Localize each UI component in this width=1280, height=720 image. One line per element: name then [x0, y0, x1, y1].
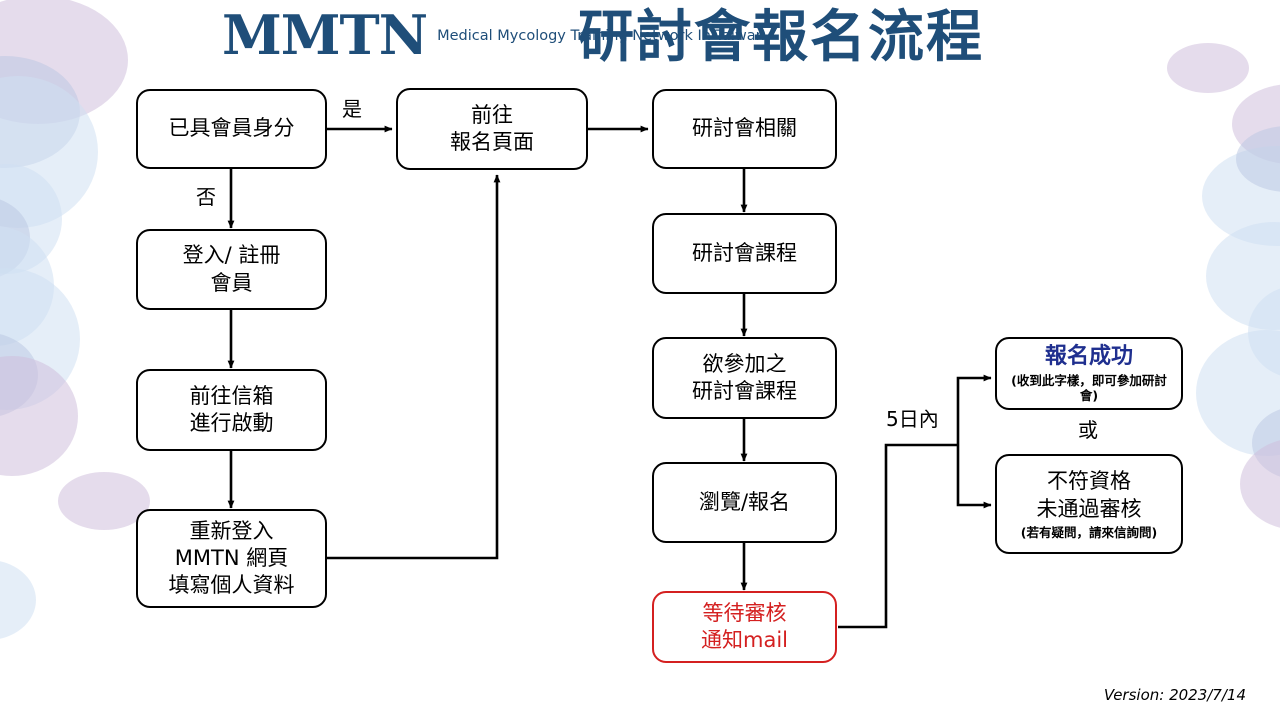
node-relogin-line-2: MMTN 網頁	[174, 545, 289, 570]
logo-wordmark: MMTN	[222, 3, 428, 67]
node-check-mailbox-line-2: 進行啟動	[189, 411, 274, 435]
decorative-blob	[1236, 126, 1280, 192]
node-desired-course[interactable]: 欲參加之 研討會課程	[652, 337, 837, 419]
decorative-blob	[0, 56, 80, 168]
decorative-blob	[1232, 84, 1280, 164]
page-title: 研討會報名流程	[578, 5, 984, 70]
decorative-blob	[0, 356, 78, 476]
version-stamp: Version: 2023/7/14	[1103, 686, 1246, 704]
mmtn-logo: MMTN Medical Mycology Training Network I…	[222, 8, 765, 62]
node-desired-course-line-2: 研討會課程	[692, 379, 797, 403]
node-desired-course-line-1: 欲參加之	[702, 351, 787, 376]
node-signup-success-subtitle: (收到此字樣，即可參加研討會)	[1011, 372, 1167, 403]
node-not-qualified-line-2: 未通過審核	[1036, 496, 1142, 521]
decorative-blob	[1252, 406, 1280, 480]
decorative-blob	[1240, 438, 1280, 530]
node-seminar-info[interactable]: 研討會相關	[652, 89, 837, 169]
decorative-blob	[0, 196, 30, 280]
node-await-review[interactable]: 等待審核 通知mail	[652, 591, 837, 663]
node-browse-signup[interactable]: 瀏覽/報名	[652, 462, 837, 543]
logo-tagline-line-1: Medical Mycology	[437, 28, 566, 45]
node-seminar-course-line-1: 研討會課程	[692, 240, 797, 265]
node-not-qualified-line-1: 不符資格	[1047, 469, 1131, 494]
node-go-signup-line-2: 報名頁面	[450, 130, 534, 154]
node-login-register-line-2: 會員	[210, 270, 253, 295]
node-go-signup-line-1: 前往	[471, 102, 513, 127]
decorative-blob	[1196, 330, 1280, 456]
decorative-blob	[0, 268, 80, 410]
node-seminar-course[interactable]: 研討會課程	[652, 213, 837, 294]
node-relogin-fill-profile[interactable]: 重新登入 MMTN 網頁 填寫個人資料	[136, 509, 327, 608]
logo-tagline-line-2: Training Network	[570, 28, 693, 45]
decorative-blob	[0, 332, 38, 418]
decorative-blob	[0, 560, 36, 640]
node-signup-success[interactable]: 報名成功 (收到此字樣，即可參加研討會)	[995, 337, 1183, 410]
node-login-register[interactable]: 登入/ 註冊 會員	[136, 229, 327, 310]
node-check-mailbox[interactable]: 前往信箱 進行啟動	[136, 369, 327, 451]
node-member-status-line-1: 已具會員身分	[168, 116, 295, 141]
edge-label-or: 或	[1078, 418, 1098, 442]
edge-relogin-to-signup	[327, 174, 501, 560]
node-not-qualified[interactable]: 不符資格 未通過審核 (若有疑問，請來信詢問)	[995, 454, 1183, 554]
edge-branch-to-rejected	[956, 445, 992, 509]
decorative-blob	[0, 164, 62, 274]
edge-label-yes: 是	[342, 97, 362, 121]
decorative-blob	[1202, 146, 1280, 246]
node-await-review-line-2: 通知mail	[701, 628, 788, 652]
node-not-qualified-subtitle: (若有疑問，請來信詢問)	[1020, 524, 1158, 540]
decorative-blob	[0, 76, 98, 228]
node-browse-signup-line-1: 瀏覽/報名	[698, 489, 791, 514]
decorative-blob	[0, 226, 54, 346]
node-relogin-line-3: 填寫個人資料	[168, 573, 295, 598]
logo-tagline-line-3: In Taiwan	[697, 28, 765, 45]
decorative-blob	[1248, 286, 1280, 378]
node-signup-success-title: 報名成功	[1044, 344, 1133, 370]
edge-label-no: 否	[196, 185, 216, 209]
node-login-register-line-1: 登入/ 註冊	[182, 243, 281, 268]
node-check-mailbox-line-1: 前往信箱	[189, 383, 274, 408]
edge-branch-to-success	[956, 374, 992, 445]
logo-tagline: Medical Mycology Training Network In Tai…	[437, 23, 765, 46]
edge-await-to-branch	[838, 443, 958, 629]
decorative-blob	[0, 0, 128, 124]
node-relogin-line-1: 重新登入	[189, 518, 274, 543]
node-seminar-info-line-1: 研討會相關	[692, 116, 797, 141]
edge-label-within-5-days: 5日內	[886, 407, 939, 431]
node-member-status[interactable]: 已具會員身分	[136, 89, 327, 169]
node-go-signup-page[interactable]: 前往 報名頁面	[396, 88, 588, 170]
decorative-blob	[1167, 43, 1249, 93]
decorative-blob	[1206, 222, 1280, 330]
node-await-review-line-1: 等待審核	[702, 600, 787, 625]
